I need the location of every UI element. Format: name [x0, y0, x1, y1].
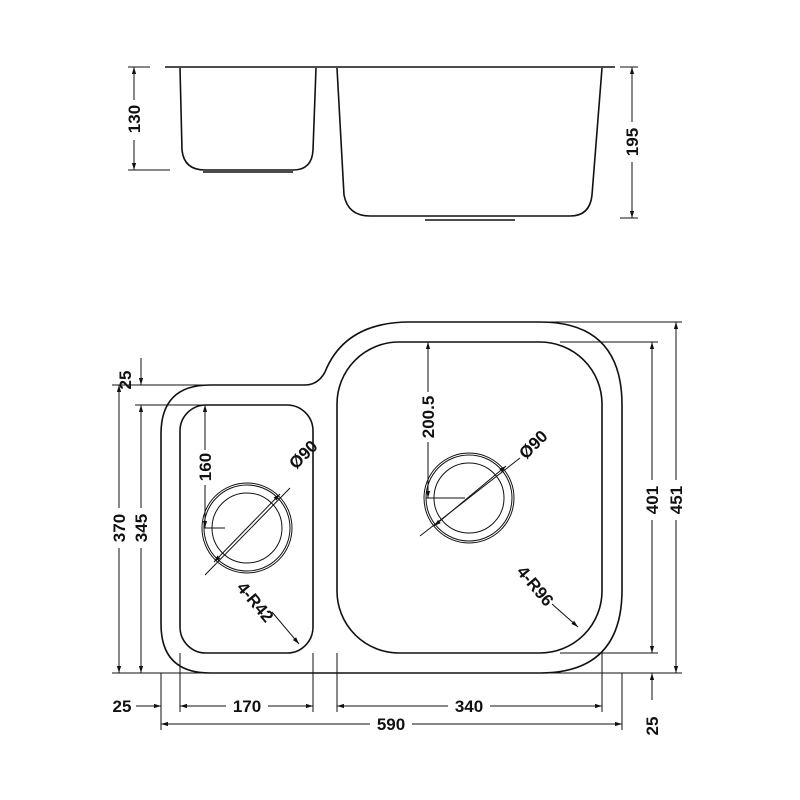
small-bowl-profile	[179, 67, 317, 171]
label-130: 130	[125, 105, 144, 133]
label-401: 401	[643, 486, 662, 514]
top-view: Ø90 Ø90 160 200.5 4-R42 4-R96 25 370 345	[109, 321, 686, 736]
label-25-top: 25	[116, 371, 135, 390]
label-170: 170	[233, 697, 261, 716]
label-195: 195	[623, 128, 642, 156]
label-345: 345	[132, 514, 151, 542]
small-bowl	[179, 404, 314, 654]
label-340: 340	[455, 697, 483, 716]
label-25-bottom: 25	[643, 717, 662, 736]
large-bowl-profile	[336, 67, 603, 217]
label-large-radius: 4-R96	[513, 562, 557, 610]
label-370: 370	[110, 514, 129, 542]
label-200-5: 200.5	[419, 396, 438, 439]
label-25-left: 25	[113, 697, 132, 716]
label-large-drain-diameter: Ø90	[515, 427, 551, 463]
sink-outer-contour	[160, 321, 623, 674]
label-small-drain-diameter: Ø90	[285, 437, 321, 473]
small-drain	[201, 482, 293, 576]
label-160: 160	[196, 453, 215, 481]
label-590: 590	[377, 715, 405, 734]
large-bowl	[336, 341, 603, 654]
large-drain	[419, 452, 521, 544]
side-elevation: 130 195	[124, 66, 642, 221]
label-451: 451	[667, 486, 686, 514]
label-small-radius: 4-R42	[233, 578, 277, 626]
